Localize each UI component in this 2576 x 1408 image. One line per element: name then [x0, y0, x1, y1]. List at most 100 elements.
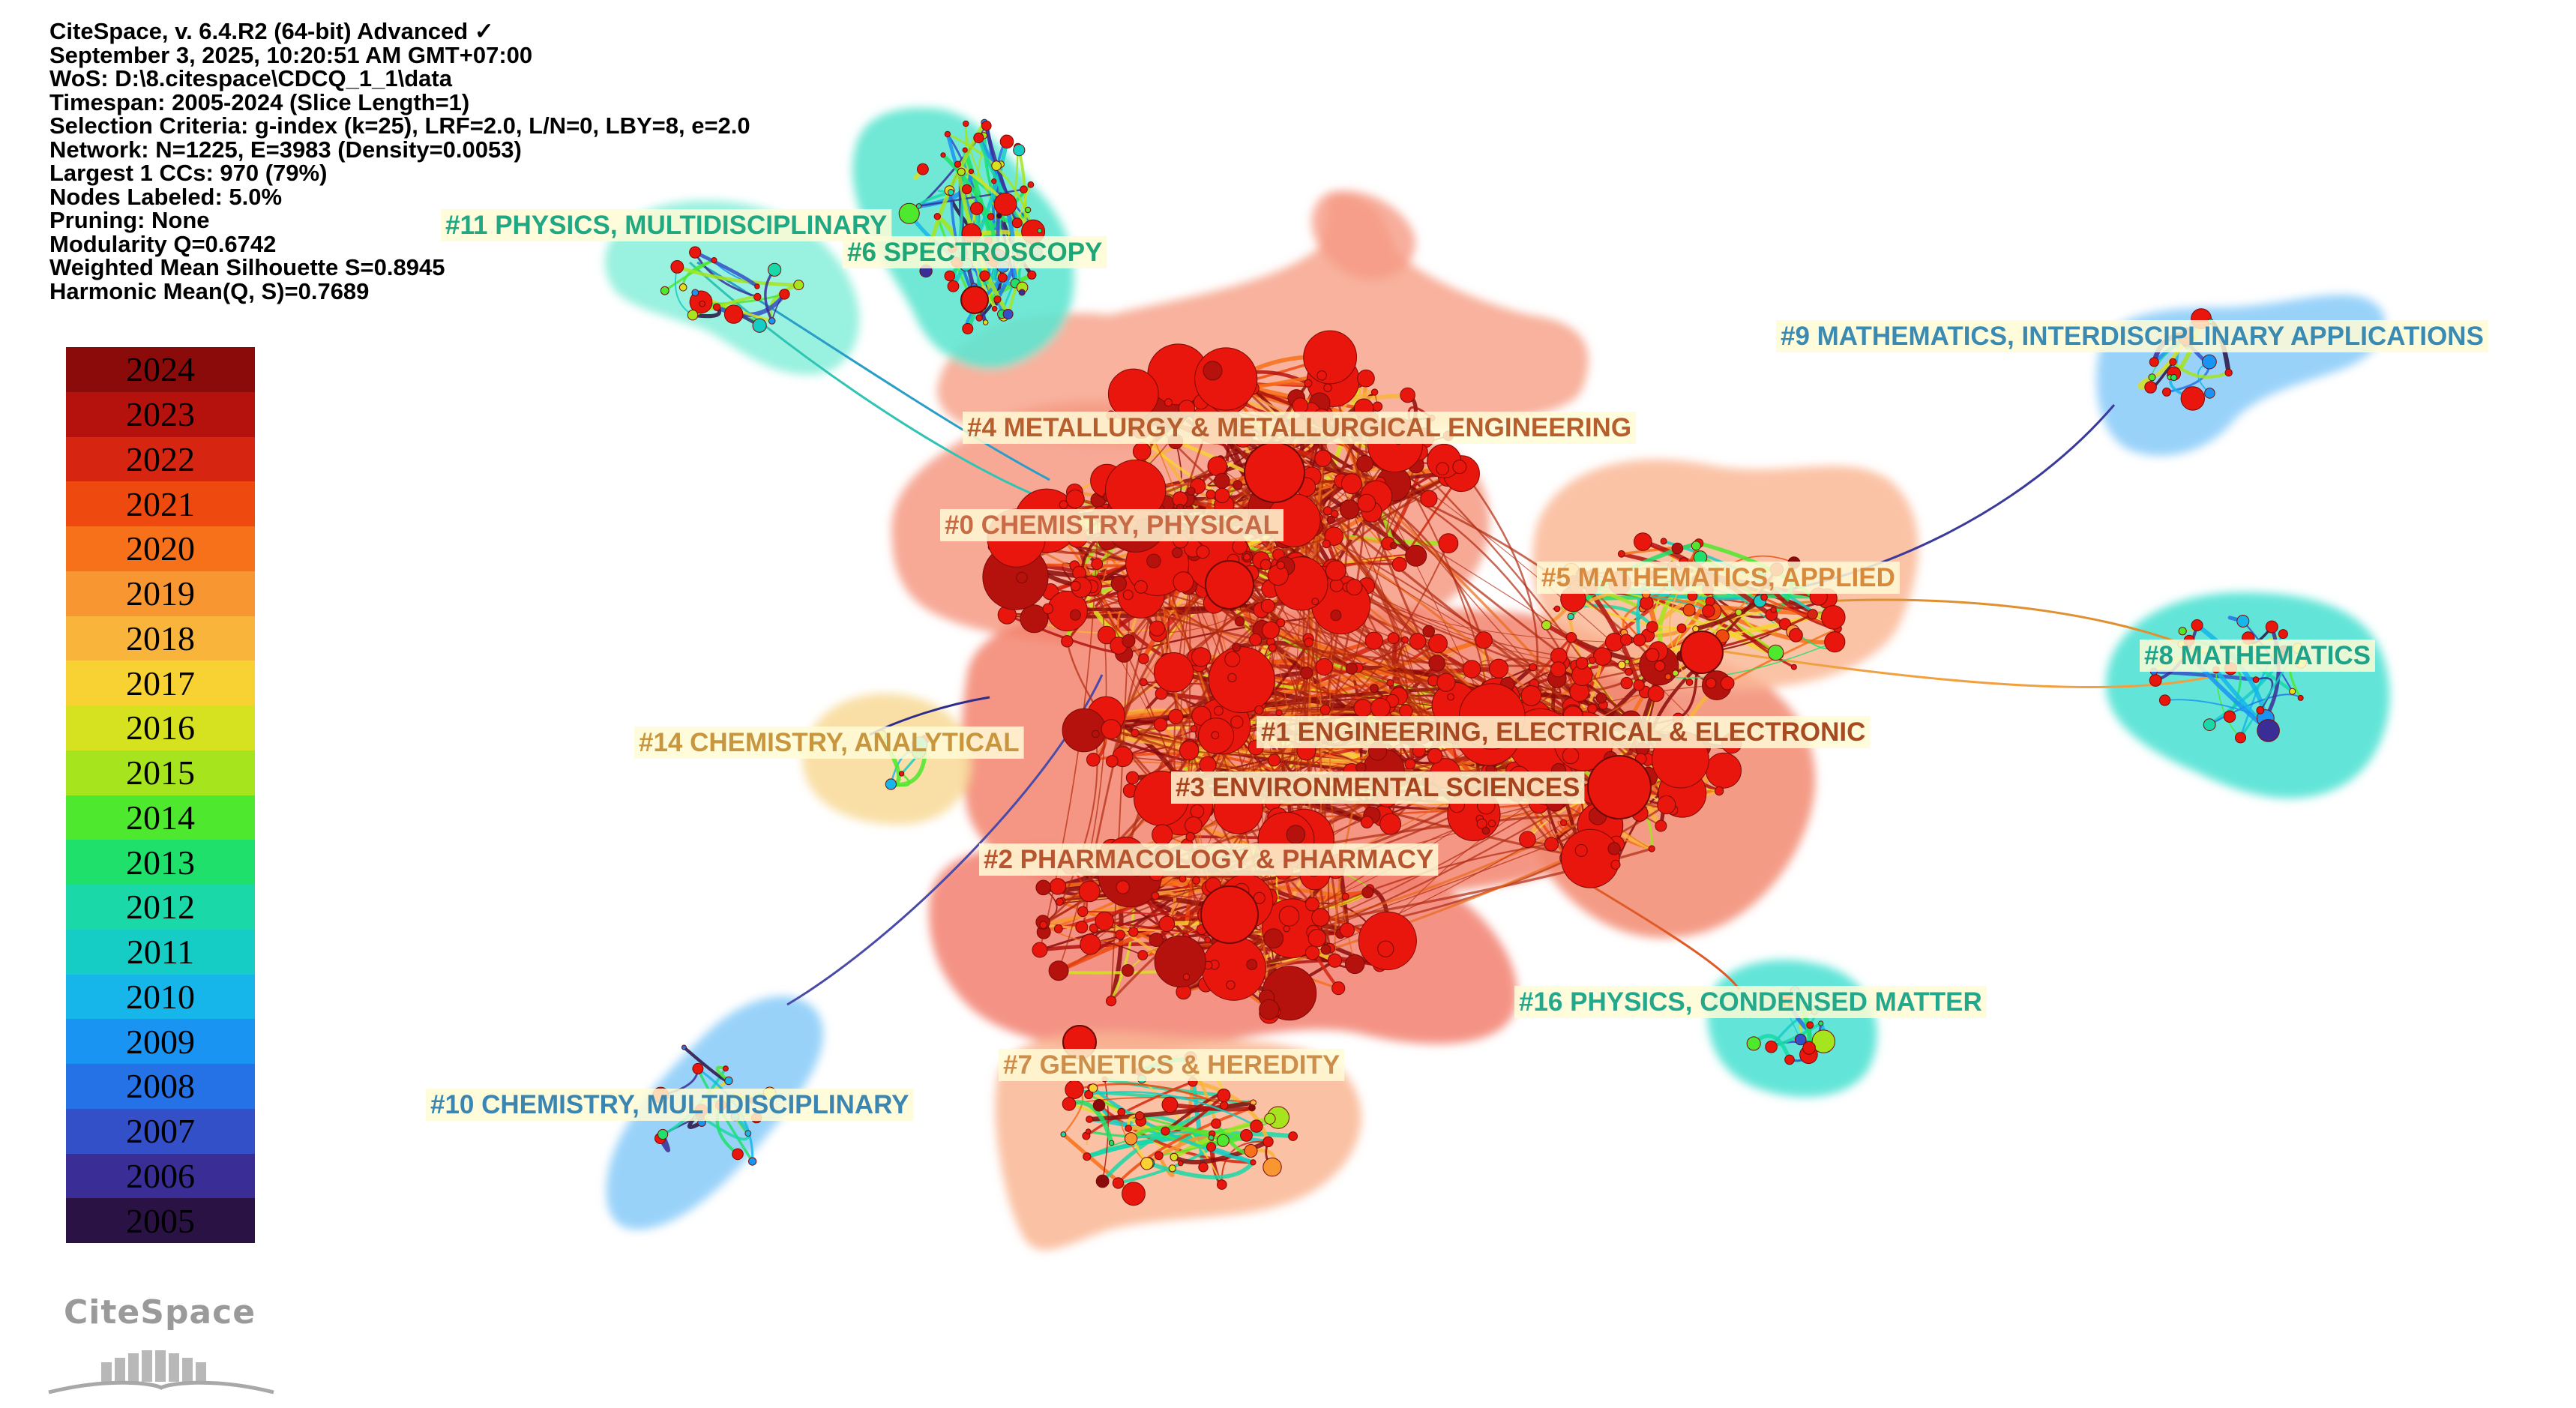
node[interactable]: [1303, 330, 1357, 385]
node[interactable]: [1369, 684, 1379, 694]
node[interactable]: [1319, 704, 1331, 715]
node[interactable]: [1179, 875, 1187, 882]
node[interactable]: [1824, 631, 1846, 653]
node[interactable]: [1706, 752, 1742, 789]
node[interactable]: [1035, 879, 1051, 896]
node[interactable]: [1059, 500, 1068, 510]
node[interactable]: [1767, 644, 1784, 661]
node[interactable]: [996, 213, 1002, 219]
node[interactable]: [768, 317, 776, 325]
node[interactable]: [1020, 604, 1049, 634]
node[interactable]: [2289, 688, 2296, 695]
node[interactable]: [1305, 897, 1319, 912]
node[interactable]: [1235, 616, 1245, 627]
node[interactable]: [1224, 651, 1241, 667]
node[interactable]: [1139, 678, 1148, 687]
node[interactable]: [1085, 1128, 1092, 1134]
node[interactable]: [1682, 604, 1696, 617]
node[interactable]: [1172, 547, 1183, 559]
node[interactable]: [1647, 685, 1664, 703]
node[interactable]: [1610, 859, 1621, 870]
node[interactable]: [1574, 843, 1588, 857]
node[interactable]: [1263, 928, 1284, 949]
node[interactable]: [2170, 374, 2178, 382]
node[interactable]: [712, 303, 721, 311]
node[interactable]: [2256, 705, 2265, 714]
node[interactable]: [1655, 819, 1667, 832]
node[interactable]: [940, 152, 946, 158]
node[interactable]: [968, 169, 975, 175]
node[interactable]: [1339, 922, 1355, 938]
node[interactable]: [1794, 1033, 1807, 1046]
node[interactable]: [657, 1128, 669, 1140]
node[interactable]: [1062, 708, 1107, 753]
node[interactable]: [1567, 613, 1574, 621]
hub-node[interactable]: [1244, 442, 1305, 503]
node[interactable]: [1146, 553, 1161, 568]
node[interactable]: [1213, 705, 1224, 716]
node[interactable]: [1404, 758, 1416, 770]
node[interactable]: [1125, 1125, 1132, 1132]
node[interactable]: [692, 1062, 704, 1074]
node[interactable]: [1161, 1126, 1170, 1136]
cluster-label-0[interactable]: #0 CHEMISTRY, PHYSICAL: [940, 509, 1284, 541]
node[interactable]: [1519, 831, 1536, 848]
node[interactable]: [1207, 456, 1228, 477]
node[interactable]: [1106, 996, 1117, 1007]
node[interactable]: [1208, 646, 1275, 714]
node[interactable]: [1227, 673, 1237, 683]
node[interactable]: [1560, 819, 1568, 827]
node[interactable]: [1634, 532, 1652, 551]
node[interactable]: [1691, 541, 1701, 551]
node[interactable]: [1720, 676, 1735, 691]
node[interactable]: [1420, 490, 1438, 508]
node[interactable]: [1304, 945, 1320, 960]
node[interactable]: [1361, 886, 1374, 899]
node[interactable]: [1447, 693, 1454, 701]
node[interactable]: [1259, 999, 1280, 1020]
node[interactable]: [1746, 1036, 1761, 1051]
node[interactable]: [1624, 659, 1630, 665]
node[interactable]: [963, 120, 969, 127]
node[interactable]: [1065, 1080, 1084, 1100]
node[interactable]: [1154, 935, 1206, 987]
node[interactable]: [1185, 816, 1203, 834]
node[interactable]: [660, 286, 669, 295]
node[interactable]: [1789, 628, 1803, 643]
node[interactable]: [1357, 493, 1376, 513]
node[interactable]: [1216, 1134, 1230, 1147]
node[interactable]: [1088, 1083, 1098, 1093]
node[interactable]: [1069, 609, 1081, 621]
node[interactable]: [898, 771, 905, 777]
node[interactable]: [2180, 386, 2206, 411]
node[interactable]: [1553, 605, 1561, 613]
node[interactable]: [1070, 580, 1081, 592]
node[interactable]: [1260, 598, 1275, 613]
node[interactable]: [1778, 618, 1791, 631]
node[interactable]: [2169, 358, 2177, 366]
node[interactable]: [1240, 1129, 1253, 1142]
node[interactable]: [1802, 1041, 1817, 1055]
node[interactable]: [1250, 1119, 1263, 1133]
node[interactable]: [1706, 678, 1717, 689]
node[interactable]: [1137, 950, 1149, 960]
node[interactable]: [1283, 925, 1290, 933]
node[interactable]: [1013, 144, 1026, 157]
node[interactable]: [1617, 661, 1626, 670]
node[interactable]: [1360, 816, 1373, 828]
node[interactable]: [1203, 361, 1223, 381]
node[interactable]: [1356, 455, 1373, 472]
node[interactable]: [1208, 1134, 1215, 1141]
node[interactable]: [1131, 728, 1140, 738]
node[interactable]: [768, 262, 782, 277]
node[interactable]: [1151, 891, 1160, 900]
node[interactable]: [1092, 729, 1100, 738]
node[interactable]: [1399, 704, 1413, 718]
node[interactable]: [1042, 603, 1054, 615]
node[interactable]: [1676, 623, 1687, 634]
node[interactable]: [2236, 615, 2250, 628]
hub-node[interactable]: [1587, 755, 1652, 819]
node[interactable]: [1325, 560, 1346, 581]
node[interactable]: [1179, 740, 1200, 761]
node[interactable]: [1186, 487, 1196, 496]
